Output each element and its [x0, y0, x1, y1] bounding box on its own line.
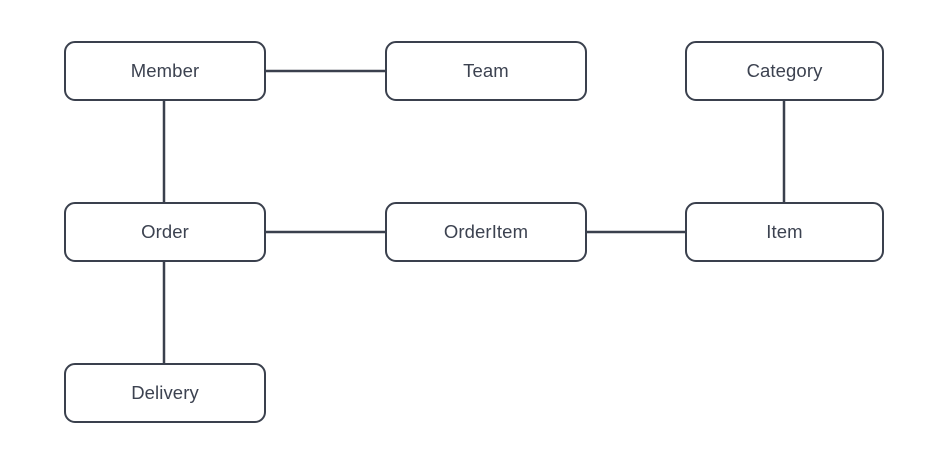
entity-node-delivery[interactable]: Delivery	[64, 363, 266, 423]
entity-label-delivery: Delivery	[131, 381, 199, 403]
entity-node-category[interactable]: Category	[685, 41, 884, 101]
entity-node-team[interactable]: Team	[385, 41, 587, 101]
entity-node-orderitem[interactable]: OrderItem	[385, 202, 587, 262]
entity-label-category: Category	[746, 59, 823, 81]
entity-node-order[interactable]: Order	[64, 202, 266, 262]
entity-label-item: Item	[766, 220, 803, 242]
entity-label-orderitem: OrderItem	[443, 220, 529, 242]
entity-label-team: Team	[463, 59, 509, 81]
entity-label-member: Member	[130, 59, 200, 81]
entity-node-member[interactable]: Member	[64, 41, 266, 101]
entity-node-item[interactable]: Item	[685, 202, 884, 262]
entity-label-order: Order	[141, 220, 189, 242]
